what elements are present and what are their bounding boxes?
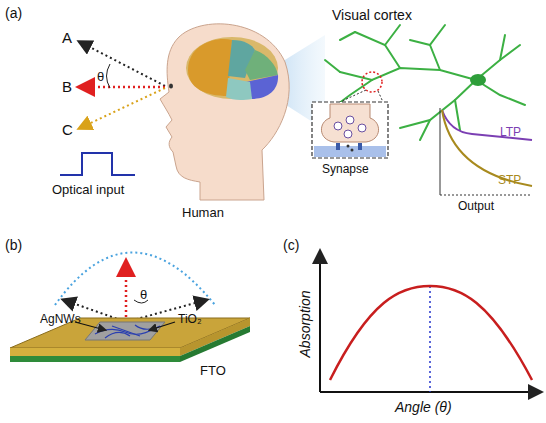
device-substrate-part-part — [105, 332, 130, 338]
synapse-inset-part — [346, 116, 354, 124]
human-head-part — [169, 84, 173, 89]
brain-part — [245, 50, 278, 80]
target-label: B — [62, 79, 72, 94]
synapse-inset-part — [334, 122, 342, 130]
plasticity-plot-part — [442, 110, 532, 186]
panel-letter: (c) — [283, 238, 299, 252]
neuron-part-part — [430, 25, 445, 70]
synapse-inset-part — [312, 102, 388, 158]
curve-label: LTP — [500, 126, 521, 138]
synapse-inset-part — [314, 146, 386, 157]
device-substrate-part — [10, 356, 180, 362]
input-label: Optical input — [52, 183, 124, 196]
neuron-part — [362, 72, 382, 92]
material-label: TiO₂ — [178, 313, 202, 325]
synapse-inset-part — [358, 143, 362, 150]
plasticity-plot — [440, 108, 532, 195]
sight-arrows-part — [80, 42, 165, 86]
brain — [186, 37, 278, 100]
angle-symbol: θ — [97, 70, 104, 83]
device-arc-part — [55, 253, 215, 306]
human-head-part — [160, 24, 289, 200]
material-label: AgNWs — [40, 313, 81, 325]
sight-arrows-part — [80, 88, 165, 128]
device-substrate-part — [180, 326, 250, 362]
synapse-inset-part — [344, 130, 352, 138]
absorption-plot-part — [429, 286, 431, 392]
absorption-plot — [320, 252, 540, 392]
substrate-label: FTO — [200, 364, 226, 377]
neuron-part — [378, 91, 383, 102]
synapse-inset-part — [347, 145, 350, 148]
neuron-part-part — [340, 68, 476, 80]
panel-letter: (a) — [5, 6, 22, 20]
neuron-part-part — [476, 45, 520, 80]
human-head — [160, 24, 289, 200]
brain-part — [226, 78, 252, 100]
subject-label: Human — [182, 206, 224, 219]
axis-label: Output — [458, 200, 494, 212]
neuron-part-part — [455, 100, 460, 130]
inset-label: Synapse — [322, 163, 369, 175]
neuron-part-part — [340, 32, 355, 40]
device-arc — [55, 253, 215, 323]
neuron-part-part — [325, 60, 340, 72]
absorption-plot-part — [319, 252, 321, 392]
device-substrate-part — [95, 325, 160, 338]
sight-arrows — [80, 42, 165, 128]
optical-pulse — [60, 153, 135, 175]
sight-arrows-part — [80, 86, 165, 89]
axis-label: Absorption — [298, 291, 312, 358]
neuron-part-part — [385, 25, 400, 45]
neuron-part-part — [500, 35, 505, 60]
synapse-inset-part — [351, 149, 354, 152]
synapse-inset-part — [358, 124, 366, 132]
device-substrate-part — [85, 322, 165, 340]
device-substrate-part — [150, 322, 175, 330]
synapse-inset-part — [336, 143, 340, 150]
device-substrate-part-part — [112, 326, 140, 336]
target-label: A — [62, 30, 72, 45]
device-arc-part — [125, 262, 128, 322]
plasticity-plot-part — [442, 110, 532, 140]
neuron-part-part — [410, 40, 430, 45]
axis-label: Angle (θ) — [395, 400, 452, 414]
curve-label: STP — [498, 174, 521, 186]
neuron-part-part — [355, 32, 400, 68]
angle-symbol: θ — [140, 288, 147, 301]
synapse-inset — [312, 102, 388, 158]
neuron-part-part — [400, 80, 476, 128]
device-substrate-part — [10, 348, 180, 356]
sight-arrows-part — [107, 64, 111, 88]
synapse-inset-part — [321, 104, 378, 142]
brain-part — [188, 39, 232, 96]
neuron-part — [470, 74, 486, 86]
target-label: C — [62, 122, 73, 137]
absorption-plot-part — [330, 286, 532, 380]
optical-pulse-part — [60, 153, 135, 175]
neuron-part — [340, 90, 366, 102]
panel-letter: (b) — [5, 238, 22, 252]
neuron-part-part — [420, 120, 430, 140]
region-label: Visual cortex — [332, 8, 412, 22]
plasticity-plot-part — [440, 108, 441, 195]
plasticity-plot-part — [440, 195, 532, 196]
